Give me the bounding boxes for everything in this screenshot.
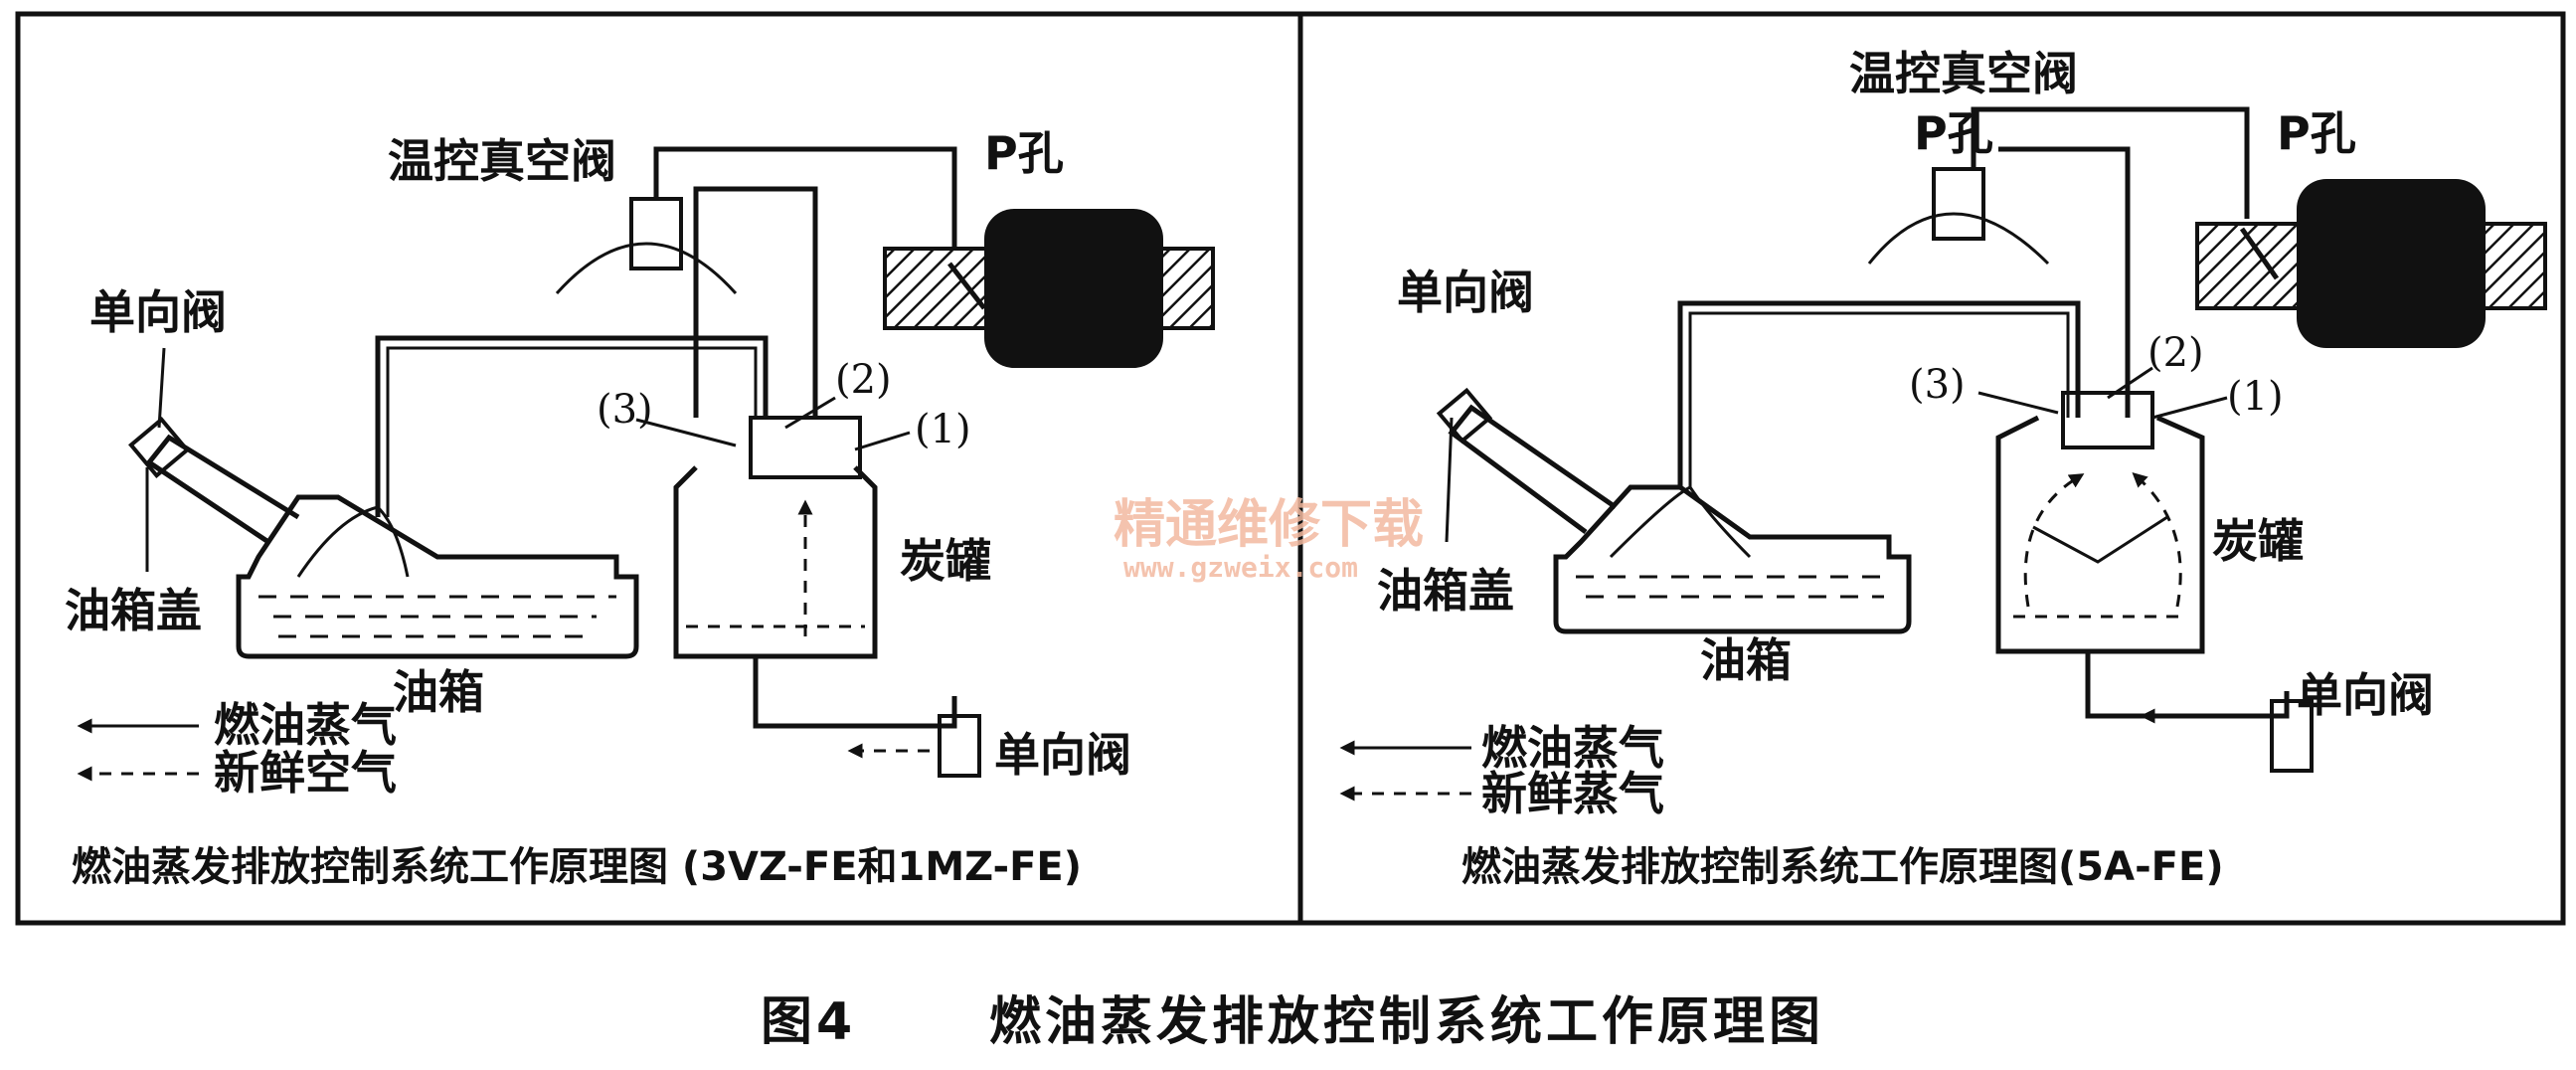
left-label-temp-vacuum-valve: 温控真空阀 [388,134,616,188]
figure-number: 图4 [761,992,856,1052]
left-vapor-pipe [375,335,769,517]
right-legend-solid-label: 燃油蒸气 [1481,721,1664,775]
left-thermo-valve-body [629,197,683,270]
right-vapor-pipe-inner [1688,311,2070,487]
left-legend-dashed-label: 新鲜空气 [214,746,397,800]
right-label-num2: (2) [2147,330,2204,376]
left-label-p-port: P孔 [984,126,1064,180]
left-p-port-leader [947,262,986,310]
figure-title: 燃油蒸发排放控制系统工作原理图 [989,992,1824,1052]
right-canister-shape [1995,415,2205,654]
left-fuel-tank-shape [236,494,639,659]
right-label-p-port-right: P孔 [2277,106,2356,160]
right-thermo-housing [1867,212,2050,266]
right-label-num3: (3) [1909,362,1966,408]
left-vapor-pipe-inner [386,346,758,517]
right-flow-arrow-left [2023,473,2085,608]
right-label-canister: 炭罐 [2212,514,2304,568]
right-label-p-port-left: P孔 [1914,106,1993,160]
watermark-text: 精通维修下载 [1114,495,1424,555]
left-bottom-check-valve [938,714,981,778]
left-label-num3: (3) [597,387,653,433]
right-label-fuel-tank: 油箱 [1700,633,1792,687]
right-air-inlet-pipe [2085,651,2290,719]
right-bottom-check-valve [2270,699,2314,773]
left-thermo-housing [555,242,738,295]
right-num2-leader [2107,366,2153,400]
right-label-fuel-cap: 油箱盖 [1377,564,1514,618]
right-thermo-valve-body [1932,167,1985,241]
right-num1-leader [2151,396,2228,420]
right-valve-pipe [1998,146,2131,418]
left-num3-leader [635,418,737,447]
left-air-inlet-pipe [753,656,957,729]
left-valve-pipe [693,186,818,418]
right-num3-leader [1977,391,2059,415]
right-throttle-chamber [2297,179,2486,348]
left-throttle-chamber [984,209,1163,368]
left-vapor-arrows [296,505,410,578]
right-fuel-tank-shape [1553,484,1912,634]
right-vapor-pipe [1677,300,2081,487]
right-canister-valve [2061,391,2154,449]
right-flow-arrow-right [2132,471,2182,608]
right-vacuum-pipe [1971,106,2250,219]
right-filler-neck [1448,404,1618,535]
left-label-check-valve-bottom: 单向阀 [994,728,1131,782]
left-label-canister: 炭罐 [900,534,991,588]
left-caption: 燃油蒸发排放控制系统工作原理图 (3VZ-FE和1MZ-FE) [72,844,1082,890]
right-label-check-valve-top: 单向阀 [1397,266,1534,319]
right-legend-dashed-label: 新鲜蒸气 [1481,767,1664,820]
left-check-valve-leader [157,347,166,429]
right-caption: 燃油蒸发排放控制系统工作原理图(5A-FE) [1461,844,2224,890]
left-label-num2: (2) [835,357,892,403]
left-diagram [128,146,1215,778]
watermark-url: www.gzweix.com [1123,551,1358,584]
left-fuel-level [258,595,616,638]
left-num1-leader [854,431,911,451]
left-label-num1: (1) [915,407,971,452]
left-legend-solid-label: 燃油蒸气 [214,698,397,752]
right-label-check-valve-bottom: 单向阀 [2297,668,2434,722]
left-canister-valve [749,416,862,479]
right-canister-baffle [2032,515,2168,564]
left-label-fuel-cap: 油箱盖 [65,584,202,637]
right-p-port-leader [2239,227,2280,280]
left-canister-shape [673,465,878,659]
right-diagram [1436,106,2547,773]
right-label-temp-vacuum-valve: 温控真空阀 [1849,47,2078,100]
left-filler-neck [145,434,300,545]
left-fuel-cap-shape [128,417,190,478]
left-num2-leader [784,396,836,430]
right-fuel-cap-leader [1445,417,1454,543]
right-label-num1: (1) [2227,374,2284,420]
left-label-check-valve-top: 单向阀 [89,285,227,339]
left-label-fuel-tank: 油箱 [393,665,484,719]
right-panel-frame [1297,11,2566,926]
right-fuel-level [1576,575,1894,599]
left-vacuum-pipe [653,146,957,259]
right-vapor-arrows [1609,485,1752,559]
